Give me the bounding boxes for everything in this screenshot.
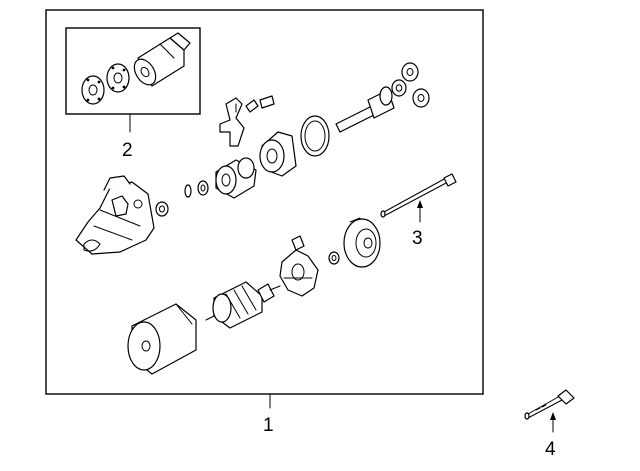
planet-gear-top — [401, 62, 419, 82]
gear-housing[interactable] — [259, 131, 297, 177]
through-bolt[interactable] — [380, 173, 457, 218]
callout-3-arrow — [417, 200, 423, 208]
brush-holder[interactable] — [279, 235, 319, 297]
rear-bearing — [328, 251, 340, 265]
rear-end-frame[interactable] — [343, 217, 381, 268]
solenoid-body — [133, 32, 191, 87]
solenoid-kit-frame — [65, 27, 201, 115]
planet-gear-bottom — [412, 88, 430, 108]
planet-gear-middle — [391, 79, 407, 97]
drive-clutch[interactable] — [215, 157, 257, 199]
front-housing[interactable] — [75, 175, 155, 255]
yoke-field-frame[interactable] — [127, 303, 197, 375]
retaining-ring — [184, 184, 192, 198]
assembly-frame — [45, 9, 484, 395]
stop-collar — [197, 180, 209, 196]
gasket-inner — [106, 63, 130, 93]
gasket-outer — [81, 75, 105, 105]
solenoid-kit[interactable] — [81, 32, 191, 105]
callout-2-label: 2 — [122, 140, 133, 161]
callout-4-arrow — [550, 412, 556, 420]
shift-lever[interactable] — [219, 97, 245, 147]
callout-3-label: 3 — [412, 228, 423, 249]
planetary-shaft[interactable] — [335, 86, 395, 133]
lever-spring — [259, 95, 275, 109]
bushing — [155, 201, 169, 217]
lever-clip — [245, 99, 259, 113]
mounting-bolt[interactable] — [524, 389, 575, 420]
callout-4-label: 4 — [545, 439, 556, 460]
callout-1-label: 1 — [263, 415, 274, 436]
armature[interactable] — [205, 281, 281, 329]
internal-gear-ring — [300, 115, 330, 157]
